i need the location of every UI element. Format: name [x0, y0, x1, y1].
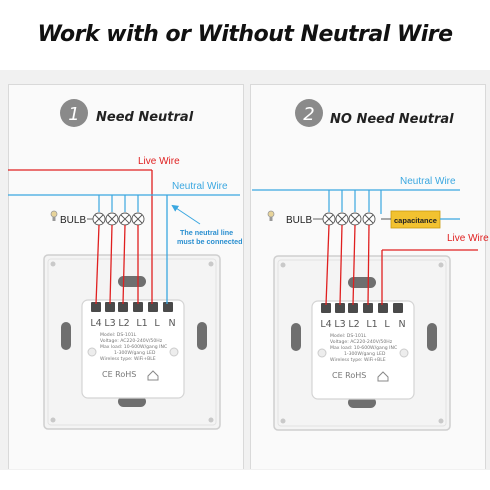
neutral-wire-label-2: Neutral Wire	[400, 176, 456, 187]
load-wires-2	[325, 224, 370, 306]
terminal-labels-2: L4 L3 L2 L1 L N	[320, 319, 405, 330]
svg-text:Max load: 10-600W/gang INC: Max load: 10-600W/gang INC	[100, 344, 167, 350]
step-number-2: 2	[303, 104, 314, 125]
panel-2-heading: NO Need Neutral	[330, 112, 454, 127]
module-spec-2: Model: DS-101L Voltage: AC220-240V/50Hz …	[330, 333, 397, 363]
svg-text:Wireless type: WiFi+BLE: Wireless type: WiFi+BLE	[100, 356, 156, 362]
svg-text:Voltage: AC220-240V/50Hz: Voltage: AC220-240V/50Hz	[100, 338, 163, 344]
terminal-blocks-1	[91, 302, 173, 312]
svg-text:L4: L4	[90, 318, 101, 329]
bulb-label-1: BULB	[60, 215, 86, 226]
svg-text:L2: L2	[348, 319, 359, 330]
svg-text:L1: L1	[366, 319, 377, 330]
panel-2-group: 2 NO Need Neutral L4 L3 L2	[252, 99, 489, 431]
switch-module-1	[81, 299, 185, 399]
switch-module-2	[311, 300, 415, 400]
lamp-symbols-1	[92, 212, 145, 226]
svg-text:N: N	[168, 318, 175, 329]
bulb-icon-1	[50, 210, 58, 221]
svg-text:Model: DS-101L: Model: DS-101L	[100, 332, 137, 338]
svg-text:Max load: 10-600W/gang INC: Max load: 10-600W/gang INC	[330, 345, 397, 351]
svg-text:1-300W/gang LED: 1-300W/gang LED	[114, 350, 156, 356]
plate-screw-holes-2	[280, 262, 444, 424]
neutral-note-line2: must be connected	[177, 237, 243, 246]
step-badge-2	[295, 99, 323, 127]
live-wire-label-2: Live Wire	[447, 233, 489, 244]
plate-screw-holes-1	[50, 261, 214, 423]
live-wire-label-1: Live Wire	[138, 156, 180, 167]
svg-text:L4: L4	[320, 319, 331, 330]
plate-slots-2	[291, 277, 437, 408]
svg-text:1-300W/gang LED: 1-300W/gang LED	[344, 351, 386, 357]
lamp-symbols-2	[322, 212, 376, 226]
svg-text:N: N	[398, 319, 405, 330]
step-badge-1	[60, 99, 88, 127]
step-number-1: 1	[68, 104, 79, 125]
svg-text:L3: L3	[334, 319, 345, 330]
cert-mark-2: CE RoHS	[332, 371, 366, 380]
cert-mark-1: CE RoHS	[102, 370, 136, 379]
svg-text:L2: L2	[118, 318, 129, 329]
neutral-note-line1: The neutral line	[180, 228, 233, 237]
page-title: Work with or Without Neutral Wire	[37, 22, 453, 47]
svg-text:L: L	[384, 319, 390, 330]
svg-text:L3: L3	[104, 318, 115, 329]
bulb-label-2: BULB	[286, 215, 312, 226]
svg-text:Model: DS-101L: Model: DS-101L	[330, 333, 367, 339]
neutral-wire-label-1: Neutral Wire	[172, 181, 228, 192]
capacitor-label: capacitance	[394, 216, 437, 225]
svg-text:Wireless type: WiFi+BLE: Wireless type: WiFi+BLE	[330, 357, 386, 363]
svg-text:Voltage: AC220-240V/50Hz: Voltage: AC220-240V/50Hz	[330, 339, 393, 345]
module-spec-1: Model: DS-101L Voltage: AC220-240V/50Hz …	[100, 332, 167, 362]
terminal-blocks-2	[321, 303, 403, 313]
panel-1-group: 1 Need Neutral L4 L3 L2 L1	[8, 99, 243, 430]
load-wires-1	[95, 224, 139, 305]
panel-1-heading: Need Neutral	[96, 110, 194, 125]
svg-text:L: L	[154, 318, 160, 329]
terminal-labels-1: L4 L3 L2 L1 L N	[90, 318, 175, 329]
plate-slots-1	[61, 276, 207, 407]
svg-text:L1: L1	[136, 318, 147, 329]
bulb-icon-2	[267, 210, 275, 221]
